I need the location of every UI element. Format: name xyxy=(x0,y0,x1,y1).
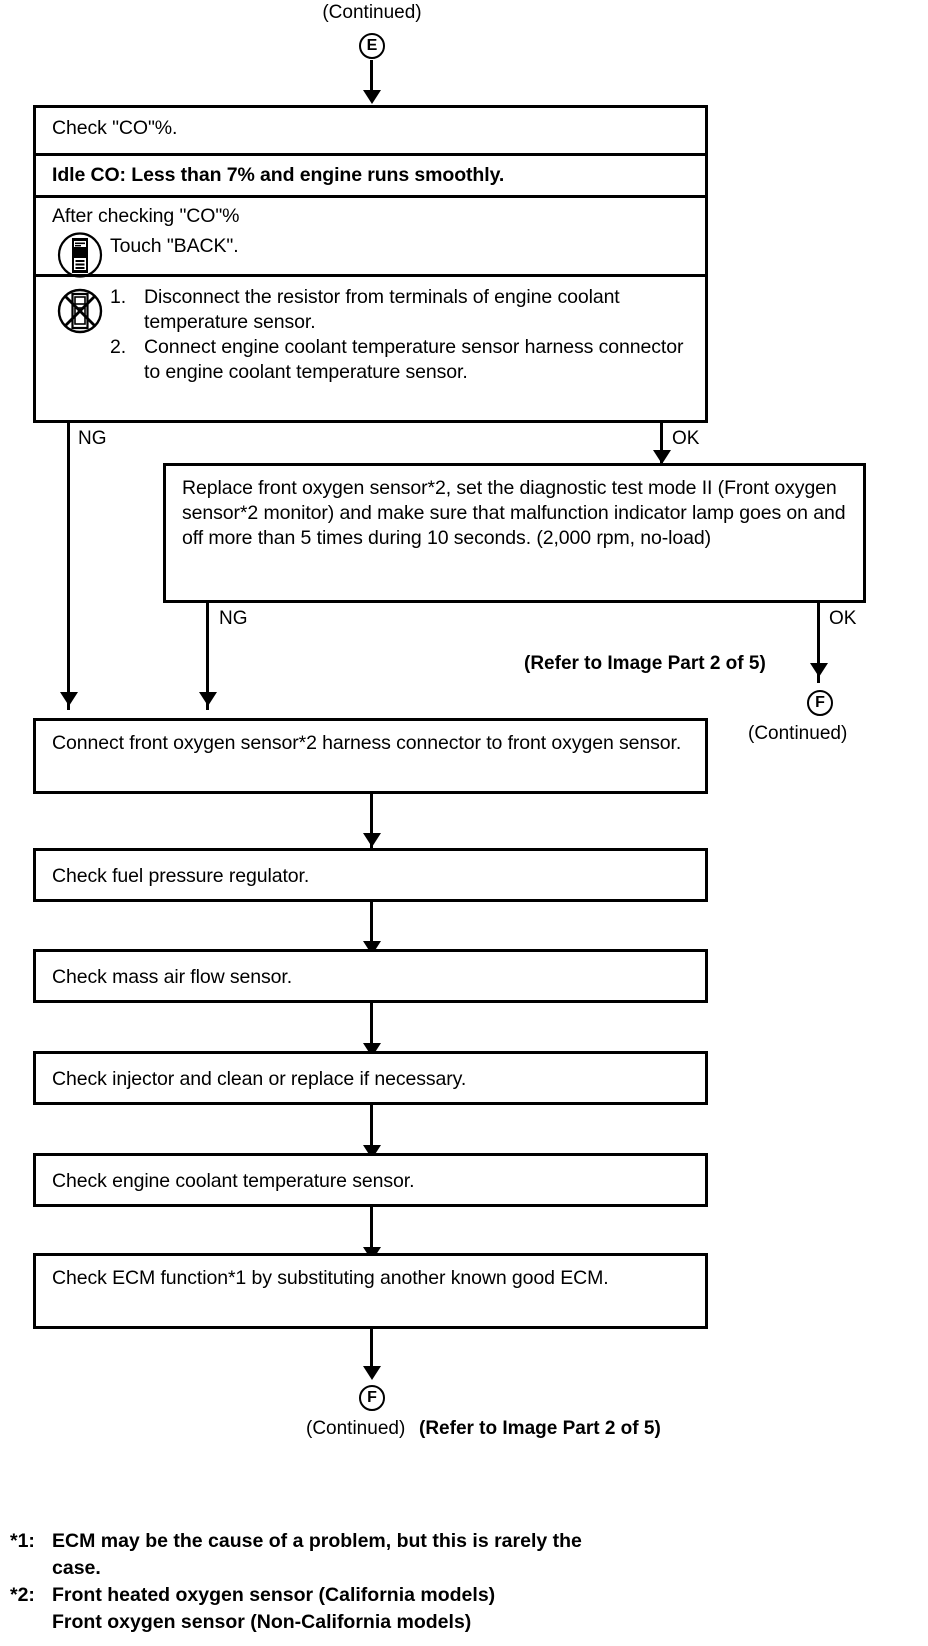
footnote-1-line2: case. xyxy=(52,1557,101,1579)
connector-ok-1 xyxy=(660,423,663,470)
arrowhead-ok-1 xyxy=(653,450,671,464)
arrowhead-to-exit-f xyxy=(363,1366,381,1380)
segment-check-co: Check "CO"%. xyxy=(36,108,705,156)
footnote-1-line1: ECM may be the cause of a problem, but t… xyxy=(52,1530,582,1552)
no-scan-tool-icon-cell xyxy=(50,285,110,335)
connector-e-to-check-co xyxy=(370,60,373,92)
touch-back-text: Touch "BACK". xyxy=(110,235,239,257)
exit-tag-f-right: F xyxy=(807,690,833,716)
disconnect-steps-list: 1. Disconnect the resistor from terminal… xyxy=(110,285,693,385)
connector-box-2-3 xyxy=(370,902,373,957)
connect-front-oxygen-sensor-text: Connect front oxygen sensor*2 harness co… xyxy=(52,732,682,754)
step-number: 2. xyxy=(110,336,127,358)
check-fuel-pressure-regulator-box: Check fuel pressure regulator. xyxy=(33,848,708,902)
footnote-1: *1: ECM may be the cause of a problem, b… xyxy=(10,1528,650,1555)
step-item: 1. Disconnect the resistor from terminal… xyxy=(110,285,693,335)
check-injector-box: Check injector and clean or replace if n… xyxy=(33,1051,708,1105)
footnote-2-line2: Front oxygen sensor (Non-California mode… xyxy=(52,1611,472,1633)
check-mass-air-flow-sensor-box: Check mass air flow sensor. xyxy=(33,949,708,1003)
connector-box-5-6 xyxy=(370,1207,373,1262)
connector-to-exit-f xyxy=(370,1329,373,1377)
idle-co-spec-text: Idle CO: Less than 7% and engine runs sm… xyxy=(52,164,505,186)
footnote-1-mark: *1: xyxy=(10,1530,35,1552)
check-fuel-pressure-regulator-text: Check fuel pressure regulator. xyxy=(52,865,310,887)
exit-tag-f-bottom: F xyxy=(359,1385,385,1411)
no-scan-tool-icon xyxy=(56,287,104,335)
branch-label-ng-2: NG xyxy=(219,608,248,629)
branch-label-ng-1: NG xyxy=(78,428,107,449)
footnotes: *1: ECM may be the cause of a problem, b… xyxy=(10,1528,650,1636)
step-item: 2. Connect engine coolant temperature se… xyxy=(110,335,693,385)
step-text: Disconnect the resistor from terminals o… xyxy=(144,286,620,333)
scan-tool-icon-cell xyxy=(50,230,110,278)
arrowhead-e-to-check-co xyxy=(363,90,381,104)
step-number: 1. xyxy=(110,286,127,308)
check-injector-text: Check injector and clean or replace if n… xyxy=(52,1068,467,1090)
bottom-refer-note: (Refer to Image Part 2 of 5) xyxy=(419,1418,661,1439)
branch-label-ok-2: OK xyxy=(829,608,857,629)
connector-box-1-2 xyxy=(370,794,373,849)
refer-note-mid: (Refer to Image Part 2 of 5) xyxy=(524,653,766,674)
check-engine-coolant-temperature-sensor-box: Check engine coolant temperature sensor. xyxy=(33,1153,708,1207)
step-text: Connect engine coolant temperature senso… xyxy=(144,336,684,383)
arrowhead-ok-2 xyxy=(810,663,828,677)
footnote-2: *2: Front heated oxygen sensor (Californ… xyxy=(10,1582,650,1609)
connector-ok-2 xyxy=(817,603,820,683)
branch-label-ok-1: OK xyxy=(672,428,700,449)
footnote-2-mark: *2: xyxy=(10,1584,35,1606)
after-checking-text: After checking "CO"% xyxy=(52,205,240,227)
connector-ng-long xyxy=(67,423,70,710)
connect-front-oxygen-sensor-box: Connect front oxygen sensor*2 harness co… xyxy=(33,718,708,794)
check-ecm-function-box: Check ECM function*1 by substituting ano… xyxy=(33,1253,708,1329)
connector-box-4-5 xyxy=(370,1105,373,1160)
bottom-continued-label: (Continued) xyxy=(306,1418,406,1439)
segment-after-checking: After checking "CO"% xyxy=(36,198,705,278)
replace-front-oxygen-sensor-text: Replace front oxygen sensor*2, set the d… xyxy=(182,477,846,549)
check-ecm-function-text: Check ECM function*1 by substituting ano… xyxy=(52,1267,609,1289)
connector-box-3-4 xyxy=(370,1003,373,1058)
segment-idle-co-spec: Idle CO: Less than 7% and engine runs sm… xyxy=(36,156,705,198)
arrowhead-ng-2 xyxy=(199,692,217,706)
arrowhead-ng-long xyxy=(60,692,78,706)
top-continued-label: (Continued) xyxy=(322,2,422,23)
check-engine-coolant-temperature-sensor-text: Check engine coolant temperature sensor. xyxy=(52,1170,415,1192)
check-co-text: Check "CO"%. xyxy=(52,117,178,139)
continued-label-right: (Continued) xyxy=(748,723,848,744)
footnote-2-line1: Front heated oxygen sensor (California m… xyxy=(52,1584,496,1606)
check-co-box: Check "CO"%. Idle CO: Less than 7% and e… xyxy=(33,105,708,423)
arrowhead-box-1-2 xyxy=(363,833,381,847)
scan-tool-icon xyxy=(56,232,104,278)
segment-disconnect-steps: 1. Disconnect the resistor from terminal… xyxy=(36,277,705,420)
entry-tag-e: E xyxy=(359,33,385,59)
replace-front-oxygen-sensor-box: Replace front oxygen sensor*2, set the d… xyxy=(163,463,866,603)
connector-ng-2 xyxy=(206,603,209,710)
check-mass-air-flow-sensor-text: Check mass air flow sensor. xyxy=(52,966,293,988)
